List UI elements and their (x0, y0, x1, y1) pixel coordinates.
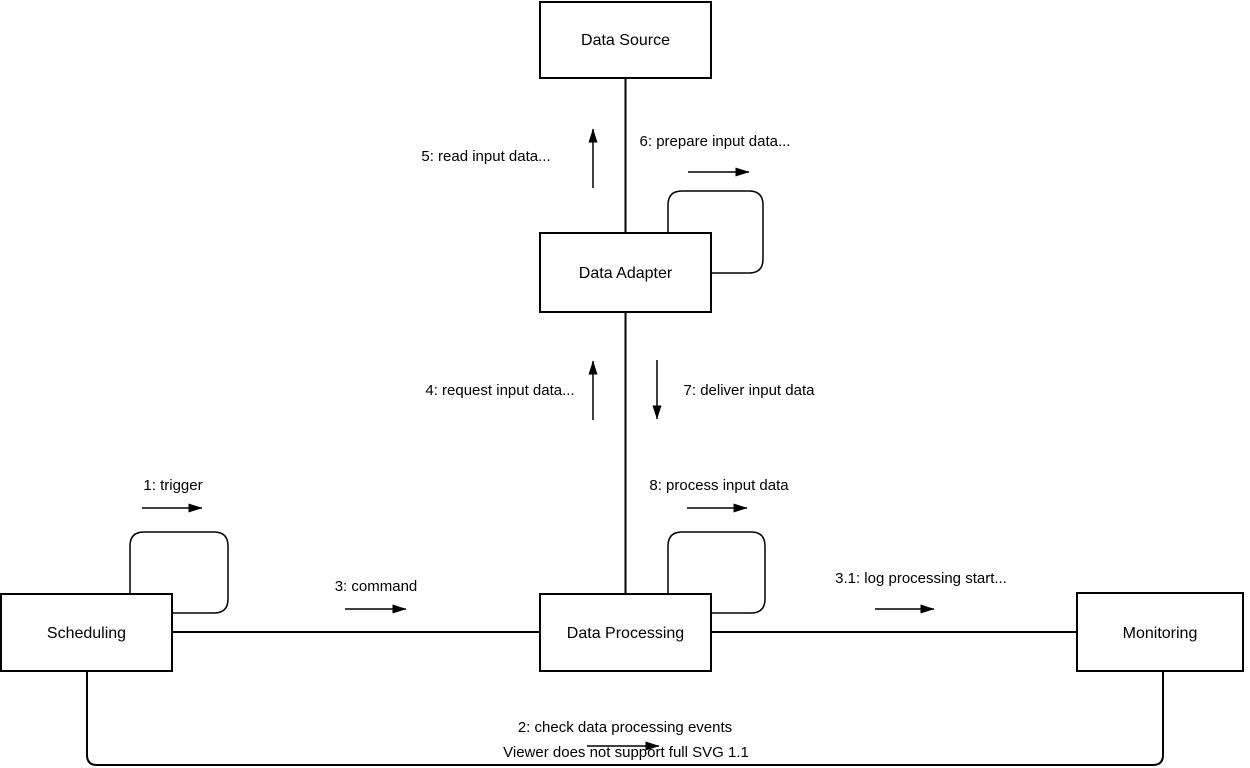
edge-scheduling-monitoring-bottom (86, 671, 1164, 766)
node-label: Scheduling (47, 625, 126, 642)
message-label-2: 2: check data processing events (518, 719, 732, 736)
message-label-8: 8: process input data (649, 477, 789, 494)
self-loop-scheduling (129, 531, 229, 614)
message-label-4: 4: request input data... (425, 382, 574, 399)
node-data-processing: Data Processing (539, 593, 712, 672)
self-loop-dataadapter (667, 190, 764, 274)
node-monitoring: Monitoring (1076, 592, 1244, 672)
message-label-7: 7: deliver input data (684, 382, 816, 399)
node-box (539, 593, 712, 672)
node-box (1076, 592, 1244, 672)
node-scheduling: Scheduling (0, 593, 173, 672)
message-label-3: 3: command (335, 578, 418, 595)
node-label: Monitoring (1123, 625, 1198, 642)
node-box (539, 1, 712, 79)
self-loop-dataprocessing (667, 531, 766, 614)
node-box (539, 232, 712, 313)
svg-viewer-watermark: Viewer does not support full SVG 1.1 (503, 744, 749, 761)
node-box (0, 593, 173, 672)
node-label: Data Processing (567, 625, 684, 642)
node-label: Data Adapter (579, 265, 673, 282)
node-data-adapter: Data Adapter (539, 232, 712, 313)
node-label: Data Source (581, 32, 670, 49)
message-label-5: 5: read input data... (421, 148, 550, 165)
message-label-3-1: 3.1: log processing start... (835, 570, 1007, 587)
message-label-1: 1: trigger (143, 477, 202, 494)
node-data-source: Data Source (539, 1, 712, 79)
message-label-6: 6: prepare input data... (640, 133, 791, 150)
